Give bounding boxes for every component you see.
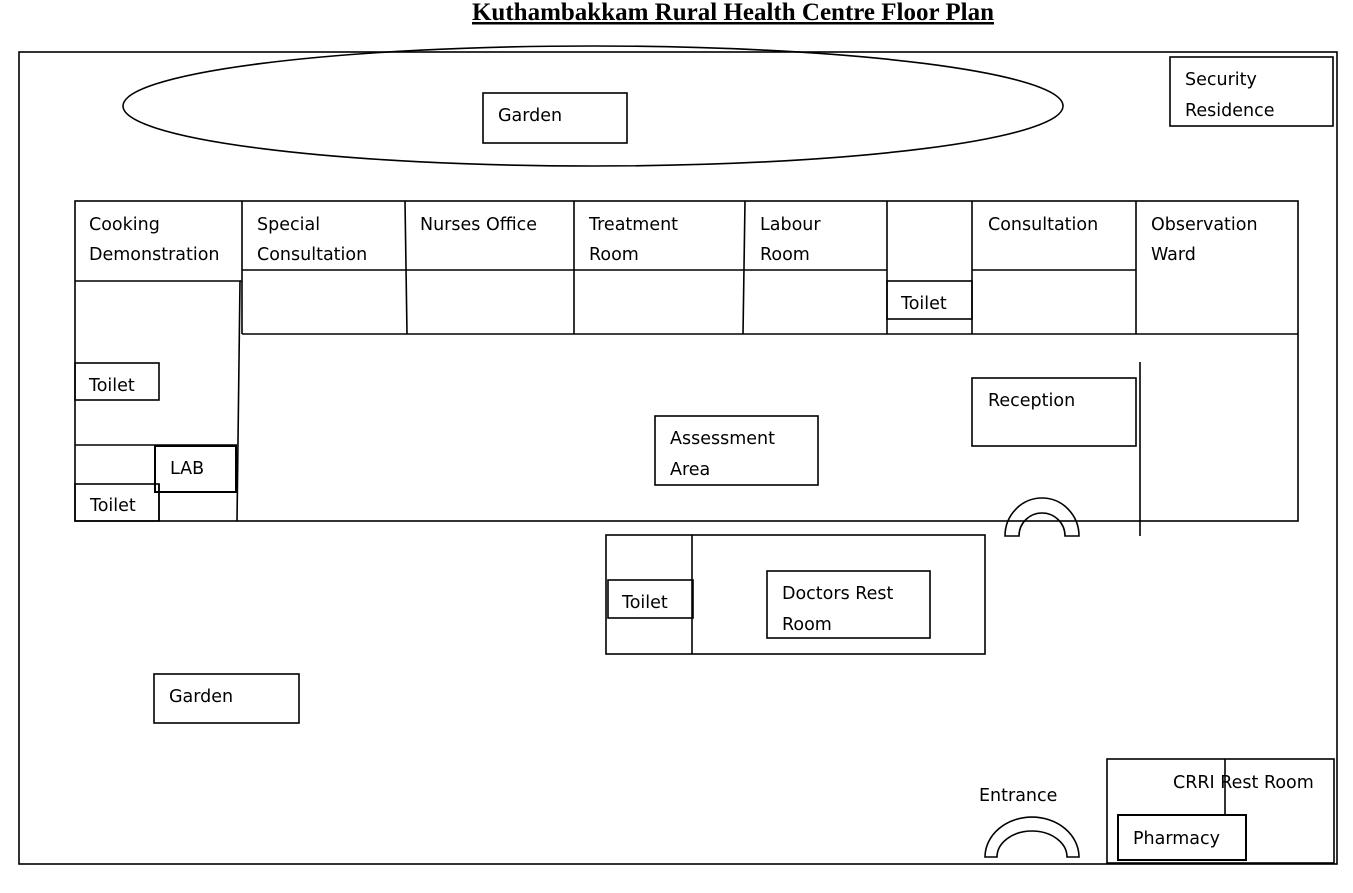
reception-room: Reception — [971, 377, 1137, 447]
main-building-outline — [74, 200, 1299, 522]
garden-bottom-room: Garden — [153, 673, 300, 724]
labour-room-label-line2: Room — [760, 245, 810, 265]
observation-ward-label-line2: Ward — [1151, 245, 1196, 265]
treatment-room-label-line2: Room — [589, 245, 639, 265]
garden-top-room: Garden — [482, 92, 628, 144]
toilet-bottom-left-room: Toilet — [74, 483, 160, 522]
cooking-demonstration-label-line1: Cooking — [89, 215, 160, 235]
security-residence-room: Security Residence — [1169, 56, 1334, 127]
crri-block: CRRI Rest Room — [1106, 758, 1335, 864]
crri-rest-room-label: CRRI Rest Room — [1173, 773, 1314, 793]
main-door-arch-icon — [1004, 497, 1080, 537]
observation-ward-label-line1: Observation — [1151, 215, 1258, 235]
garden-bottom-label: Garden — [169, 687, 233, 707]
nurses-office-label: Nurses Office — [420, 215, 537, 235]
assessment-area-label-line1: Assessment — [670, 429, 775, 449]
assessment-area-room: Assessment Area — [654, 415, 819, 486]
security-residence-label-line1: Security — [1185, 70, 1257, 90]
consultation-label: Consultation — [988, 215, 1098, 235]
labour-room-label-line1: Labour — [760, 215, 821, 235]
doctors-rest-room-label-line1: Doctors Rest — [782, 584, 894, 604]
toilet-doctors-room: Toilet — [607, 579, 694, 619]
toilet-top-label: Toilet — [900, 294, 947, 314]
treatment-room-label-line1: Treatment — [588, 215, 678, 235]
doctors-block — [605, 534, 986, 655]
lab-room: LAB — [154, 445, 237, 493]
toilet-left-room: Toilet — [74, 362, 160, 401]
lab-label: LAB — [170, 459, 204, 479]
site-boundary — [18, 51, 1338, 865]
reception-label: Reception — [988, 391, 1075, 411]
assessment-area-label-line2: Area — [670, 460, 710, 480]
security-residence-label-line2: Residence — [1185, 101, 1274, 121]
toilet-bottom-left-label: Toilet — [89, 496, 136, 516]
toilet-doctors-label: Toilet — [621, 593, 668, 613]
pharmacy-label: Pharmacy — [1133, 829, 1220, 849]
garden-area-top — [122, 45, 1064, 167]
cooking-demonstration-label-line2: Demonstration — [89, 245, 220, 265]
toilet-left-label: Toilet — [88, 376, 135, 396]
garden-top-label: Garden — [498, 106, 562, 126]
special-consultation-label-line1: Special — [257, 215, 320, 235]
special-consultation-label-line2: Consultation — [257, 245, 367, 265]
entrance-label: Entrance — [979, 786, 1057, 806]
doctors-rest-room: Doctors Rest Room — [766, 570, 931, 639]
toilet-top-room: Toilet — [886, 280, 973, 320]
page-title: Kuthambakkam Rural Health Centre Floor P… — [472, 0, 994, 26]
entrance-arch-icon — [984, 816, 1080, 858]
pharmacy-room: Pharmacy — [1117, 814, 1247, 861]
doctors-rest-room-label-line2: Room — [782, 615, 832, 635]
